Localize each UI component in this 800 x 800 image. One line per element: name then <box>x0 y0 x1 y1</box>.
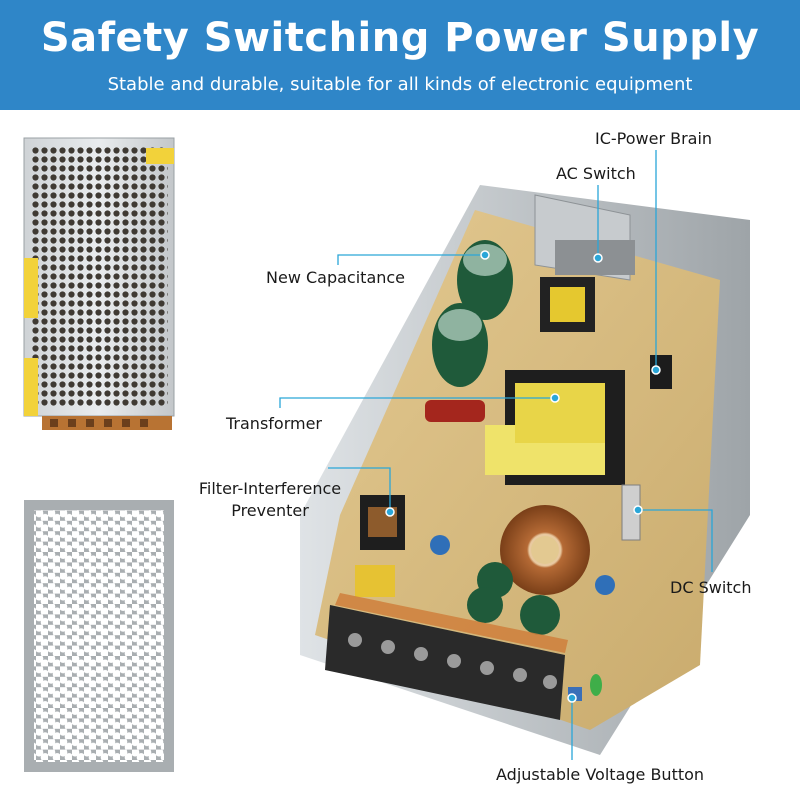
callout-ic-power-brain: IC-Power Brain <box>595 129 713 148</box>
line-filter <box>328 467 391 510</box>
line-dc-switch <box>638 509 713 572</box>
callout-ac-switch: AC Switch <box>556 164 636 183</box>
mesh-panel-image <box>24 500 174 772</box>
line-transformer <box>279 397 555 408</box>
callout-new-capacitance: New Capacitance <box>266 268 406 287</box>
line-new-capacitance <box>337 254 485 265</box>
callout-filter-interference-line1: Filter-Interference <box>198 479 342 498</box>
circuit-board-image <box>300 185 750 755</box>
callout-dc-switch: DC Switch <box>670 578 752 597</box>
power-supply-top-view-image <box>23 137 175 430</box>
callout-adjustable-voltage-button: Adjustable Voltage Button <box>496 765 705 784</box>
callout-filter-interference-line2: Preventer <box>231 501 309 520</box>
page-subtitle: Stable and durable, suitable for all kin… <box>107 74 693 95</box>
header-banner <box>0 0 800 110</box>
page-title: Safety Switching Power Supply <box>40 15 760 61</box>
callout-transformer: Transformer <box>226 414 323 433</box>
